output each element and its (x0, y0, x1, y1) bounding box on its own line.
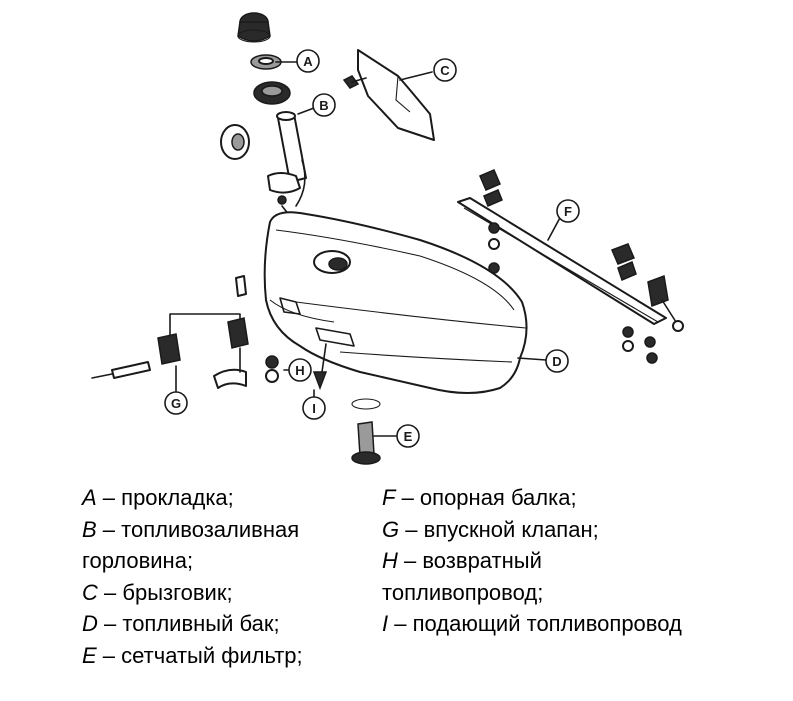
legend-column-left: A – прокладка; B – топливозаливная горло… (82, 482, 372, 671)
svg-text:B: B (319, 98, 328, 113)
callout-b-marker: B (312, 93, 336, 117)
support-beam-part (457, 169, 684, 364)
fuel-tank-part (263, 211, 528, 394)
svg-text:E: E (404, 429, 413, 444)
svg-text:D: D (552, 354, 561, 369)
legend-item-i: I – подающий топливопровод (382, 611, 682, 636)
svg-text:A: A (303, 54, 313, 69)
legend-item-g: G – впускной клапан; (382, 516, 599, 542)
callout-e-marker: E (396, 424, 420, 448)
filler-neck-ring-part (253, 81, 291, 105)
fuel-lines-part (265, 343, 328, 391)
fuel-tank-exploded-diagram: A B C D E F G H I (91, 12, 684, 465)
inlet-valve-part (91, 275, 249, 389)
svg-text:C: C (440, 63, 450, 78)
legend-item-h: H – возвратный топливопровод; (382, 548, 544, 605)
parts-legend: A – прокладка; B – топливозаливная горло… (0, 482, 793, 682)
grommet-part (220, 124, 250, 160)
callout-c-marker: C (433, 58, 457, 82)
legend-item-c: C – брызговик; (82, 579, 233, 605)
callout-f-marker: F (556, 199, 580, 223)
legend-item-a: A – прокладка; (82, 485, 234, 510)
svg-text:I: I (312, 401, 316, 416)
legend-item-f: F – опорная балка; (382, 485, 577, 510)
splash-guard-part (342, 49, 435, 141)
filler-neck-part (267, 111, 307, 217)
callout-i-marker: I (302, 396, 326, 420)
legend-item-b: B – топливозаливная горловина; (82, 516, 300, 574)
callout-a-marker: A (296, 49, 320, 73)
callout-h-marker: H (288, 358, 312, 382)
svg-text:G: G (171, 396, 181, 411)
callout-g-marker: G (164, 391, 188, 415)
svg-text:H: H (295, 363, 304, 378)
legend-column-right: F – опорная балка; G – впускной клапан; … (382, 482, 682, 640)
mesh-filter-part (351, 398, 381, 465)
callout-d-marker: D (545, 349, 569, 373)
gasket-part (250, 54, 282, 70)
filler-cap-part (237, 12, 271, 43)
svg-text:F: F (564, 204, 572, 219)
legend-item-e: E – сетчатый фильтр; (82, 642, 303, 668)
legend-item-d: D – топливный бак; (82, 611, 280, 636)
